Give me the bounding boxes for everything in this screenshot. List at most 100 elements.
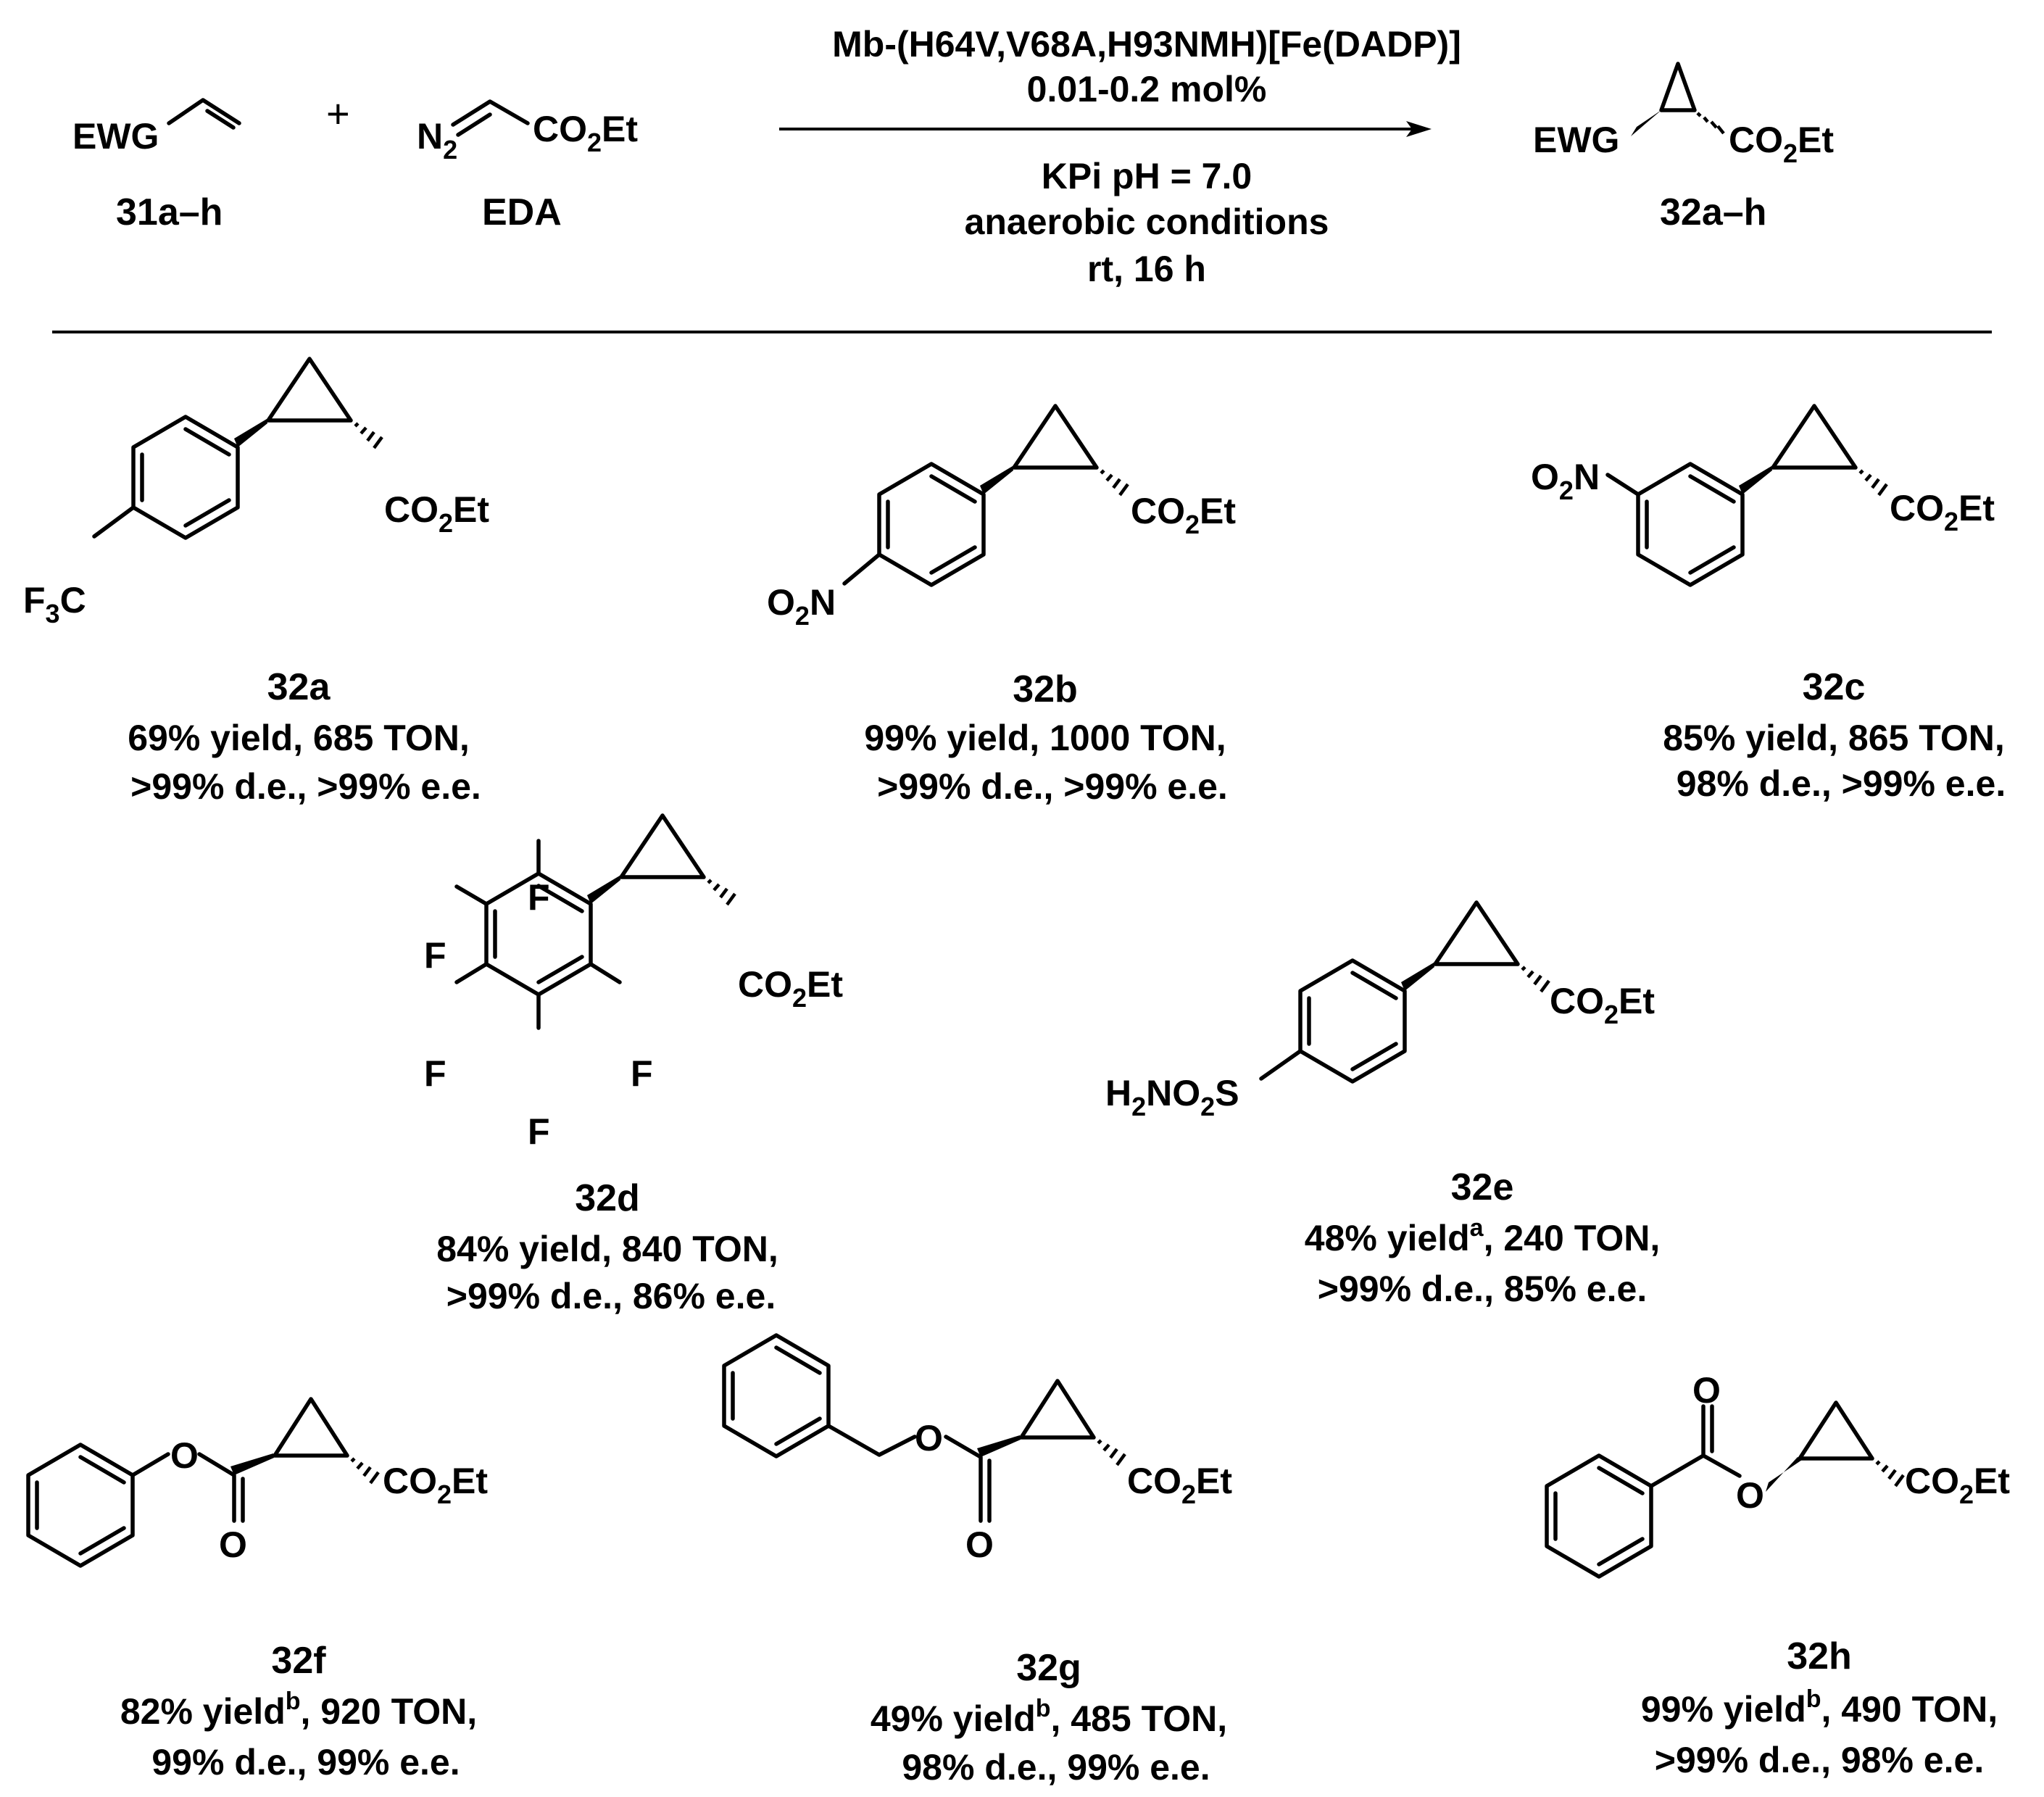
c-f-bonds (454, 839, 622, 1030)
yield-line: 49% yieldb, 485 TON, (871, 1695, 1227, 1739)
carbonyl-o-label: O (1692, 1370, 1721, 1411)
fluorine-label-bottom: F (528, 1111, 550, 1152)
hash-bond (1097, 1439, 1126, 1466)
benzene-ring (722, 1333, 831, 1458)
eda-ester-label: CO2Et (533, 109, 638, 157)
hash-bond (1858, 469, 1888, 497)
ester-label: CO2Et (1127, 1461, 1232, 1509)
ester-o-label: O (170, 1435, 199, 1476)
compound-id: 32e (1451, 1166, 1514, 1208)
compound-id: 32c (1803, 666, 1866, 708)
compound-id: 32f (271, 1640, 326, 1682)
cf3-bond (92, 505, 136, 539)
benzene-inner-bonds (140, 427, 231, 528)
compound-id: 32d (575, 1177, 640, 1219)
hash-bond (350, 1457, 380, 1485)
cyclopropane (266, 357, 353, 423)
selectivity-line: 98% d.e., 99% e.e. (902, 1747, 1210, 1788)
benzene-ring (26, 1443, 135, 1568)
catalyst-label: Mb-(H64V,V68A,H93NMH)[Fe(DADP)] (832, 24, 1461, 65)
reactant-31: EWG 31a–h (72, 98, 241, 233)
selectivity-line: >99% d.e., 98% e.e. (1655, 1740, 1984, 1780)
compound-32d: CO2Et F F F F F 32d 84% yield, 840 TON, … (424, 813, 843, 1316)
compound-32a: CO2Et F3C 32a 69% yield, 685 TON, >99% d… (23, 357, 489, 807)
yield-line: 48% yielda, 240 TON, (1305, 1214, 1660, 1258)
ester-label: CO2Et (1905, 1461, 2010, 1509)
wedge-bond (980, 466, 1013, 494)
selectivity-line: 99% d.e., 99% e.e. (151, 1742, 460, 1783)
cf3-label: F3C (23, 580, 86, 628)
yield-line: 84% yield, 840 TON, (436, 1229, 778, 1269)
benzoate-bonds (1649, 1404, 1742, 1488)
benzene-inner-bonds (1307, 971, 1398, 1071)
plus-sign: + (326, 91, 350, 136)
yield-line: 69% yield, 685 TON, (128, 718, 470, 758)
ester-label: CO2Et (383, 1461, 488, 1509)
cyclopropane (1019, 1379, 1096, 1440)
carbonyl-o-label: O (965, 1524, 994, 1565)
cyclopropane (619, 813, 706, 879)
benzene-inner-bonds (1645, 474, 1736, 575)
eda-double-bond (456, 112, 492, 137)
hash-bond (354, 422, 383, 449)
reactant-id: 31a–h (116, 191, 223, 233)
c-s-bond (1259, 1049, 1303, 1081)
selectivity-line: >99% d.e., 86% e.e. (446, 1276, 776, 1316)
wedge-bond (1739, 466, 1772, 494)
no2-bond (1605, 473, 1640, 497)
reagent-eda: N2 CO2Et EDA (417, 99, 638, 233)
wedge-bond (1401, 963, 1434, 991)
wedge-bond (1766, 1457, 1802, 1492)
yield-line: 85% yield, 865 TON, (1663, 718, 2005, 758)
benzene-ring (1636, 462, 1745, 587)
compound-32h: O O CO2Et 32h 99% yieldb, 490 TON, >99% … (1545, 1370, 2010, 1780)
hash-bond (707, 879, 736, 906)
product-32: EWG CO2Et 32a–h (1533, 62, 1834, 233)
buffer-label: KPi pH = 7.0 (1042, 156, 1252, 196)
fluorine-label-lower-left: F (424, 1053, 446, 1094)
time-label: rt, 16 h (1087, 249, 1206, 289)
ester-label: CO2Et (384, 489, 489, 538)
header-reaction: EWG 31a–h + N2 CO2Et EDA Mb-(H64V,V68A,H… (72, 24, 1834, 289)
benzene-inner-bonds (493, 884, 584, 984)
selectivity-line: >99% d.e., >99% e.e. (877, 766, 1228, 807)
ester-label: CO2Et (1890, 488, 1995, 536)
hash-bond (1521, 966, 1550, 993)
compound-32b: CO2Et O2N 32b 99% yield, 1000 TON, >99% … (767, 404, 1236, 807)
product-wedge-bond (1631, 110, 1661, 136)
eda-bond (451, 99, 530, 127)
benzene-inner-bonds (886, 474, 977, 575)
benzene-inner-bonds (35, 1455, 126, 1556)
fluorine-label-upper-left: F (424, 935, 446, 976)
cyclopropane (1433, 900, 1520, 966)
ester-o-label: O (1736, 1475, 1764, 1516)
cyclopropane (273, 1397, 349, 1458)
compound-id: 32g (1016, 1647, 1081, 1689)
hash-bond (1100, 469, 1129, 497)
compound-32e: CO2Et H2NO2S 32e 48% yielda, 240 TON, >9… (1105, 900, 1660, 1309)
compound-32f: O O CO2Et 32f 82% yieldb, 920 TON, 99% d… (26, 1397, 488, 1783)
cyclopropane (1798, 1400, 1874, 1461)
atmosphere-label: anaerobic conditions (965, 202, 1329, 242)
benzyl-ester-bonds (826, 1424, 983, 1523)
vinyl-bond (167, 98, 241, 125)
reaction-arrowhead (1406, 121, 1432, 137)
wedge-bond (587, 876, 620, 904)
ester-o-label: O (915, 1418, 943, 1458)
fluorine-label-top: F (528, 877, 550, 918)
product-ester-label: CO2Et (1729, 120, 1834, 168)
ester-label: CO2Et (1131, 491, 1236, 539)
wedge-bond (977, 1435, 1021, 1457)
loading-label: 0.01-0.2 mol% (1027, 69, 1267, 109)
compound-id: 32h (1787, 1635, 1852, 1677)
no2-label: O2N (767, 582, 836, 631)
benzene-ring (1545, 1453, 1653, 1579)
wedge-bond (234, 419, 267, 447)
compound-32c: CO2Et O2N 32c 85% yield, 865 TON, 98% d.… (1531, 404, 2006, 804)
yield-line: 82% yieldb, 920 TON, (120, 1688, 477, 1732)
benzene-inner-bonds (1553, 1466, 1645, 1566)
yield-line: 99% yield, 1000 TON, (864, 718, 1226, 758)
reactant-ewg-label: EWG (72, 116, 159, 157)
fluorine-label-right: F (631, 1053, 653, 1094)
